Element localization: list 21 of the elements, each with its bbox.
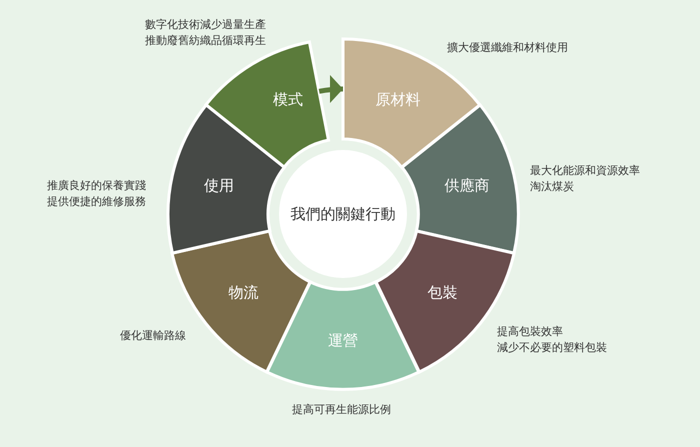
action-text: 提供便捷的維修服務 — [47, 194, 146, 210]
action-text: 提高包裝效率 — [497, 324, 564, 340]
segment-label: 運營 — [328, 331, 358, 350]
center-circle — [279, 150, 407, 278]
arrow — [318, 75, 344, 104]
action-text: 數字化技術減少過量生產 — [145, 17, 266, 33]
action-text: 優化運輸路線 — [120, 328, 186, 344]
action-text: 提高可再生能源比例 — [292, 402, 391, 418]
segment-label: 使用 — [204, 176, 234, 196]
segment-label: 模式 — [272, 90, 303, 110]
segment-label: 原材料 — [376, 90, 421, 110]
segment-label: 物流 — [228, 284, 259, 303]
action-text: 擴大優選纖維和材料使用 — [447, 40, 568, 56]
segment-label: 供應商 — [444, 176, 490, 196]
action-text: 減少不必要的塑料包裝 — [497, 340, 607, 356]
action-text: 最大化能源和資源效率 — [530, 163, 640, 179]
action-text: 推動廢舊紡織品循環再生 — [145, 33, 266, 49]
segment-label: 包裝 — [427, 284, 458, 303]
action-text: 推廣良好的保養實踐 — [47, 178, 146, 194]
center-title: 我們的關鍵行動 — [290, 204, 396, 224]
action-text: 淘汰煤炭 — [530, 179, 575, 195]
